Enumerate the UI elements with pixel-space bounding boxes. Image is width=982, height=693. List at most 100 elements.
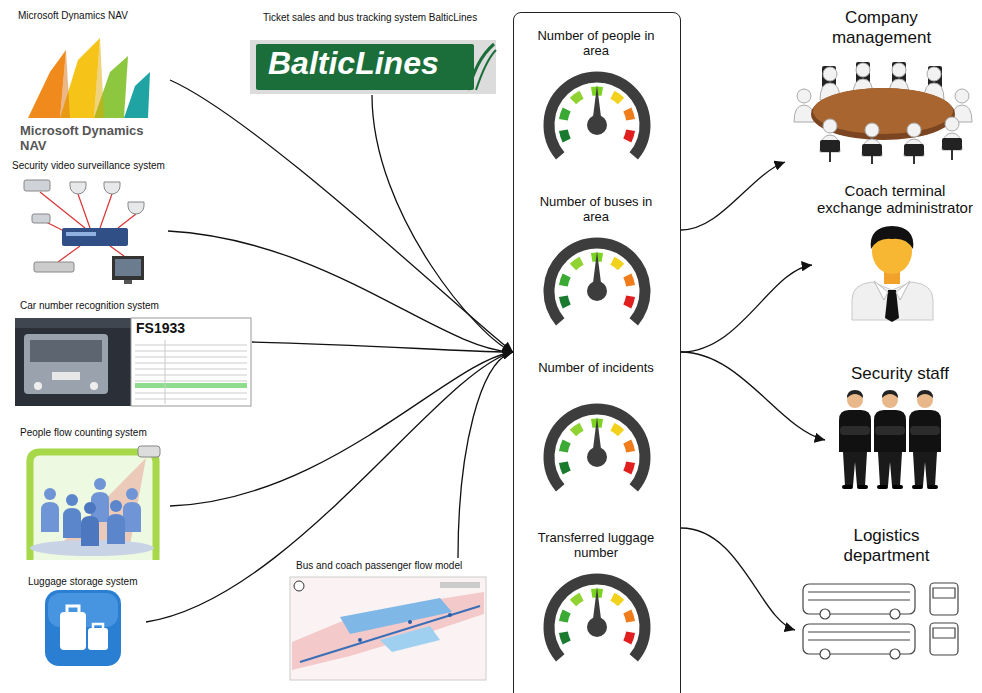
gauge-dial-part: [563, 632, 566, 642]
kpi-gauge: Number of incidents: [514, 355, 679, 515]
balticlines-logo-part: [250, 40, 496, 94]
node-label: Security staff: [825, 364, 975, 384]
node-label: Bus and coach passenger flow model: [296, 560, 486, 572]
plate-recognition-screen-part: [34, 382, 42, 390]
kpi-gauge: Number of buses in area: [514, 189, 679, 349]
stakeholder: Coach terminal exchange administrator: [812, 180, 978, 322]
cctv-system-part: [115, 259, 141, 276]
meeting-illustration-part: [942, 117, 962, 150]
plate-recognition-screen-part: [15, 318, 131, 406]
plate-recognition-screen: [15, 318, 251, 406]
security-guards: [839, 390, 941, 489]
luggage-icon-part: [93, 624, 103, 628]
dynamics-logo-part: [60, 50, 70, 118]
people-counter-part: [91, 478, 109, 522]
meeting-illustration-part: [904, 144, 924, 156]
gauge-dial-part: [587, 447, 607, 467]
dynamics-logo-part: [124, 72, 150, 118]
meeting-illustration-part: [830, 150, 952, 164]
dynamics-logo: [28, 38, 150, 118]
gauge-dial-part: [563, 130, 566, 140]
node-label: People flow counting system: [20, 427, 168, 439]
source-system: Ticket sales and bus tracking system Bal…: [245, 10, 500, 95]
balticlines-logo-part: [468, 44, 494, 90]
passenger-flow-map: [290, 577, 486, 680]
passenger-flow-map-part: [448, 613, 452, 617]
people-counter-part: [81, 502, 99, 546]
stakeholder: Security staff: [825, 362, 975, 492]
passenger-flow-map-part: [380, 626, 440, 652]
source-system: Luggage storage system: [22, 574, 146, 668]
gauge-dial-part: [563, 276, 566, 286]
bus-drawings-part: [808, 632, 910, 640]
bus-drawings-part: [808, 592, 910, 600]
plate-recognition-screen-part: [135, 383, 247, 388]
flow-connector: [252, 342, 513, 352]
gauge-dial-part: [627, 462, 630, 472]
plate-recognition-screen-part: [15, 318, 131, 328]
dynamics-logo-part: [60, 38, 100, 118]
flow-connector: [170, 80, 513, 352]
luggage-icon-part: [45, 590, 121, 666]
cctv-system-part: [34, 262, 74, 272]
plate-recognition-screen-part: [30, 340, 102, 362]
logo-text: Microsoft Dynamics NAV: [20, 124, 168, 154]
cctv-system-part: [104, 182, 120, 194]
people-counter-part: [138, 446, 160, 457]
bus-drawings-part: [933, 588, 955, 598]
gauge-dial-part: [549, 243, 645, 322]
flow-connector: [681, 265, 812, 352]
bus-drawings-part: [933, 628, 955, 638]
meeting-illustration-part: [820, 140, 840, 152]
gauge-dial: [537, 399, 657, 503]
source-system: Car number recognition systemFS1933: [12, 298, 252, 408]
passenger-flow-map-part: [340, 598, 452, 634]
cctv-system-part: [112, 256, 144, 280]
gauge-dial-part: [563, 462, 566, 472]
gauge-dial-part: [572, 261, 581, 267]
gauge-dial-part: [587, 281, 607, 301]
source-system: Bus and coach passenger flow model: [288, 558, 488, 684]
passenger-flow-map-part: [408, 620, 412, 624]
kpi-gauge: Number of people in area: [514, 23, 679, 183]
node-label: Number of buses in area: [526, 195, 666, 225]
cctv-system-part: [32, 214, 50, 223]
cctv-system-part: [70, 182, 86, 194]
stakeholder: Company management: [785, 4, 978, 172]
administrator-icon-part: [871, 226, 914, 249]
bus-drawings-part: [890, 609, 900, 619]
plate-recognition-screen-part: [135, 340, 247, 404]
cctv-system-part: [24, 180, 50, 191]
bus-drawings-part: [820, 609, 830, 619]
gauge-dial: [537, 233, 657, 337]
gauge-dial-part: [627, 296, 630, 306]
flow-connector: [681, 528, 795, 630]
gauge-dial-part: [612, 427, 621, 433]
balticlines-logo: [250, 40, 496, 94]
luggage-icon-part: [88, 628, 108, 650]
meeting-illustration-part: [952, 89, 972, 122]
node-label: Luggage storage system: [28, 576, 144, 588]
gauge-dial-part: [612, 95, 621, 101]
security-guards-part: [839, 390, 871, 489]
plate-recognition-screen-part: [90, 382, 98, 390]
passenger-flow-map-part: [300, 606, 480, 662]
source-system: Security video surveillance system: [10, 158, 168, 292]
node-label: Number of incidents: [526, 361, 666, 376]
gauge-dial-part: [627, 130, 630, 140]
bus-drawings-part: [820, 649, 830, 659]
passenger-flow-map-part: [358, 638, 362, 642]
gauge-dial: [537, 569, 657, 673]
cctv-system-part: [124, 280, 132, 284]
gauge-dial-part: [627, 442, 630, 452]
gauge-dial-part: [612, 597, 621, 603]
cctv-system-part: [128, 202, 144, 214]
meeting-illustration-part: [904, 123, 924, 156]
flow-connector: [458, 352, 513, 558]
kpi-gauge: Transferred luggage number: [514, 525, 679, 685]
bus-drawings: [803, 583, 958, 659]
node-label: Car number recognition system: [20, 300, 250, 312]
